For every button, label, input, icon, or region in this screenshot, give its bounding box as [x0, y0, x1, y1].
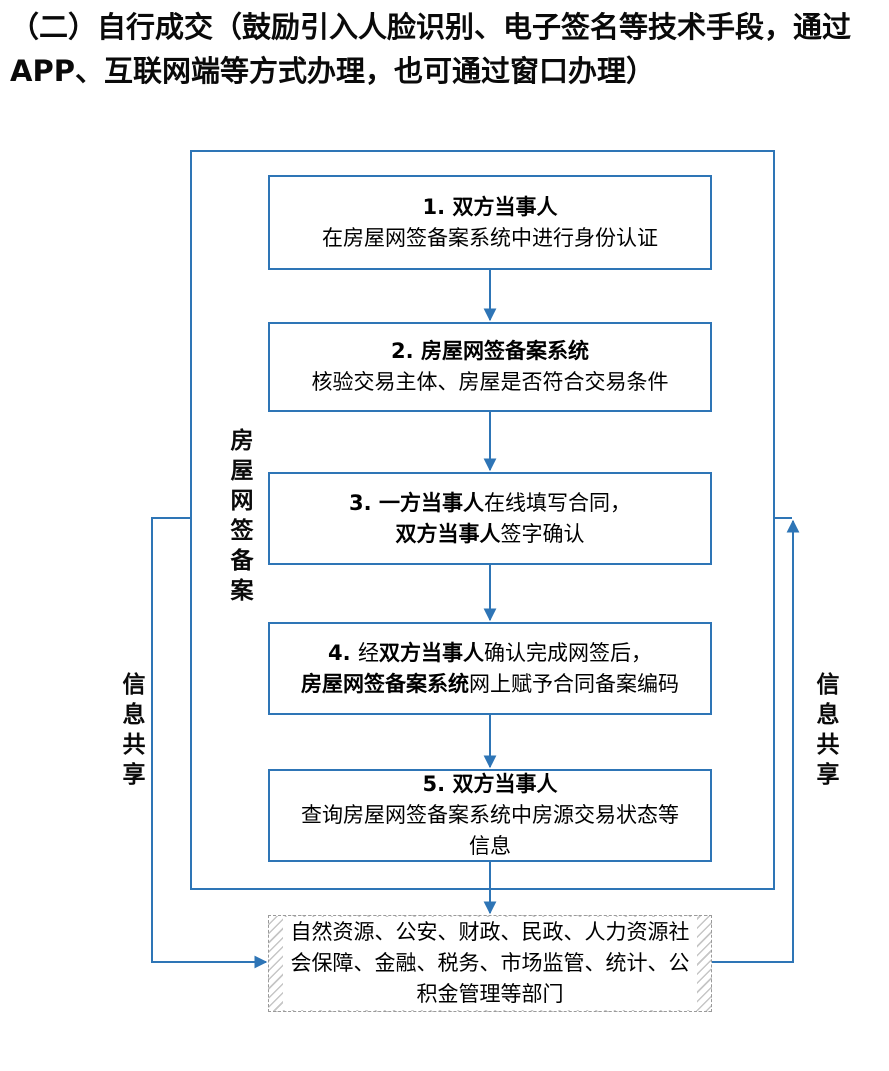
step-1-line-2: 在房屋网签备案系统中进行身份认证	[322, 225, 658, 250]
info-share-right-label: 信息共享	[812, 672, 838, 792]
step-1-line-1: 1. 双方当事人	[422, 194, 558, 219]
step-3-box: 3. 一方当事人在线填写合同， 双方当事人签字确认	[268, 472, 712, 565]
departments-box: 自然资源、公安、财政、民政、人力资源社会保障、金融、税务、市场监管、统计、公积金…	[268, 915, 712, 1012]
info-share-left-label: 信息共享	[118, 672, 144, 792]
step-5-line-2: 查询房屋网签备案系统中房源交易状态等信息	[301, 803, 679, 858]
step-4-box: 4. 经双方当事人确认完成网签后， 房屋网签备案系统网上赋予合同备案编码	[268, 622, 712, 715]
step-1-box: 1. 双方当事人 在房屋网签备案系统中进行身份认证	[268, 175, 712, 270]
step-2-line-2: 核验交易主体、房屋是否符合交易条件	[311, 370, 669, 394]
step-3-line-2: 双方当事人签字确认	[395, 521, 585, 546]
process-container-box	[190, 150, 775, 890]
step-2-line-1: 2. 房屋网签备案系统	[391, 339, 589, 363]
step-4-line-2: 房屋网签备案系统网上赋予合同备案编码	[301, 671, 679, 696]
page-title: （二）自行成交（鼓励引入人脸识别、电子签名等技术手段，通过APP、互联网端等方式…	[10, 10, 852, 88]
system-vertical-label: 房屋网签备案	[226, 428, 252, 608]
step-3-line-1: 3. 一方当事人在线填写合同，	[349, 490, 631, 515]
departments-text: 自然资源、公安、财政、民政、人力资源社会保障、金融、税务、市场监管、统计、公积金…	[283, 917, 697, 1010]
step-2-box: 2. 房屋网签备案系统 核验交易主体、房屋是否符合交易条件	[268, 322, 712, 412]
step-5-line-1: 5. 双方当事人	[422, 772, 558, 796]
step-5-box: 5. 双方当事人 查询房屋网签备案系统中房源交易状态等信息	[268, 769, 712, 862]
step-4-line-1: 4. 经双方当事人确认完成网签后，	[328, 640, 652, 665]
